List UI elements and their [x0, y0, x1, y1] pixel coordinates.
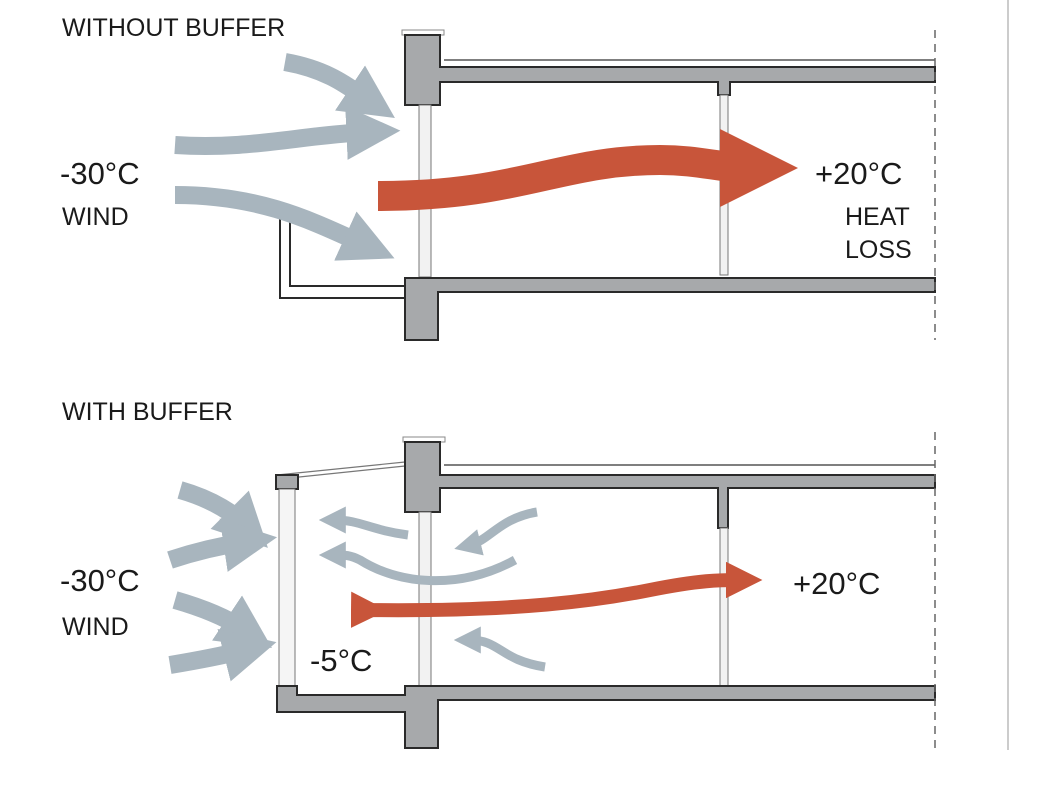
upper-slab: [404, 34, 936, 106]
heat-loss-label-1: HEAT: [845, 203, 910, 231]
wind-label: WIND: [62, 203, 129, 231]
inside-temp-label: +20°C: [815, 156, 903, 191]
title-without-buffer: WITHOUT BUFFER: [62, 14, 286, 42]
heat-loss-arrow: [377, 128, 798, 211]
window: [418, 511, 432, 688]
wind-arrows-bottom-outside: [167, 481, 278, 682]
interior-window: [719, 527, 729, 689]
heat-exchange-arrow: [350, 561, 763, 629]
heat-loss-label-2: LOSS: [845, 236, 912, 264]
buffer-header: [275, 474, 299, 490]
lower-slab: [404, 277, 936, 341]
inside-temp-label: +20°C: [793, 566, 881, 601]
buffer-temp-label: -5°C: [310, 643, 373, 678]
buffer-roof: [276, 461, 406, 480]
interior-window: [719, 94, 729, 276]
outside-temp-label: -30°C: [60, 156, 140, 191]
buffer-glazing: [278, 488, 296, 688]
upper-slab: [404, 441, 936, 529]
title-with-buffer: WITH BUFFER: [62, 398, 233, 426]
wind-arrows-top: [174, 53, 401, 261]
wind-label: WIND: [62, 613, 129, 641]
lower-slab: [276, 685, 936, 749]
outside-temp-label: -30°C: [60, 563, 140, 598]
